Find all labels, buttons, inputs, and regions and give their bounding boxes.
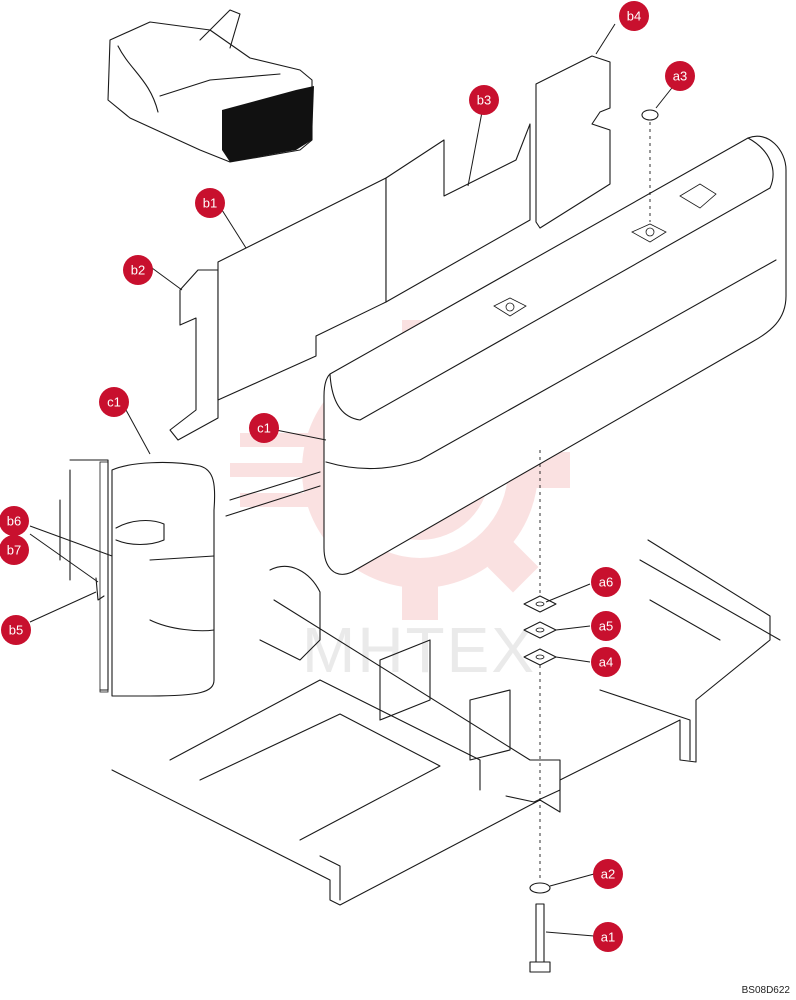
frame-chassis [111, 539, 781, 906]
watermark-text: MHTEX [302, 614, 536, 686]
svg-text:a5: a5 [599, 619, 613, 634]
callout-a6[interactable]: a6 [591, 567, 621, 597]
callout-c1-main[interactable]: c1 [249, 413, 279, 443]
svg-text:a6: a6 [599, 575, 613, 590]
bolt-a1 [535, 903, 545, 963]
svg-text:b1: b1 [203, 196, 217, 211]
svg-text:a1: a1 [601, 930, 615, 945]
svg-text:c1: c1 [107, 395, 121, 410]
svg-text:b4: b4 [627, 9, 641, 24]
callout-a3[interactable]: a3 [665, 61, 695, 91]
svg-text:b5: b5 [9, 623, 23, 638]
callout-a2[interactable]: a2 [593, 859, 623, 889]
svg-text:a2: a2 [601, 867, 615, 882]
svg-text:a4: a4 [599, 655, 613, 670]
svg-text:b2: b2 [131, 263, 145, 278]
counterweight-side-view [59, 459, 216, 697]
callout-b2[interactable]: b2 [123, 255, 153, 285]
callout-b3[interactable]: b3 [469, 85, 499, 115]
nut-a2 [529, 882, 551, 894]
callout-b5[interactable]: b5 [1, 615, 31, 645]
callout-b1[interactable]: b1 [195, 188, 225, 218]
plate-b1-b2 [169, 177, 387, 441]
callout-a5[interactable]: a5 [591, 611, 621, 641]
washer-a6 [523, 595, 557, 613]
hardware [523, 109, 659, 973]
svg-text:b3: b3 [477, 93, 491, 108]
callout-b4[interactable]: b4 [619, 1, 649, 31]
plate-b3 [385, 123, 531, 303]
plate-b4 [535, 55, 611, 229]
counterweight-c1 [225, 135, 787, 575]
callout-c1-side[interactable]: c1 [99, 387, 129, 417]
cap-a3 [641, 109, 659, 121]
callout-b7[interactable]: b7 [0, 535, 29, 565]
svg-text:b7: b7 [7, 543, 21, 558]
svg-text:c1: c1 [257, 421, 271, 436]
callouts: b4 a3 b3 b1 b2 c1 c1 b6 b7 b5 a6 [0, 1, 695, 952]
machine-inset [107, 9, 314, 163]
svg-text:a3: a3 [673, 69, 687, 84]
leader-lines [29, 23, 676, 937]
callout-b6[interactable]: b6 [0, 506, 29, 536]
drawing-reference-code: BS08D622 [741, 985, 790, 996]
svg-text:b6: b6 [7, 514, 21, 529]
callout-a4[interactable]: a4 [591, 647, 621, 677]
callout-a1[interactable]: a1 [593, 922, 623, 952]
